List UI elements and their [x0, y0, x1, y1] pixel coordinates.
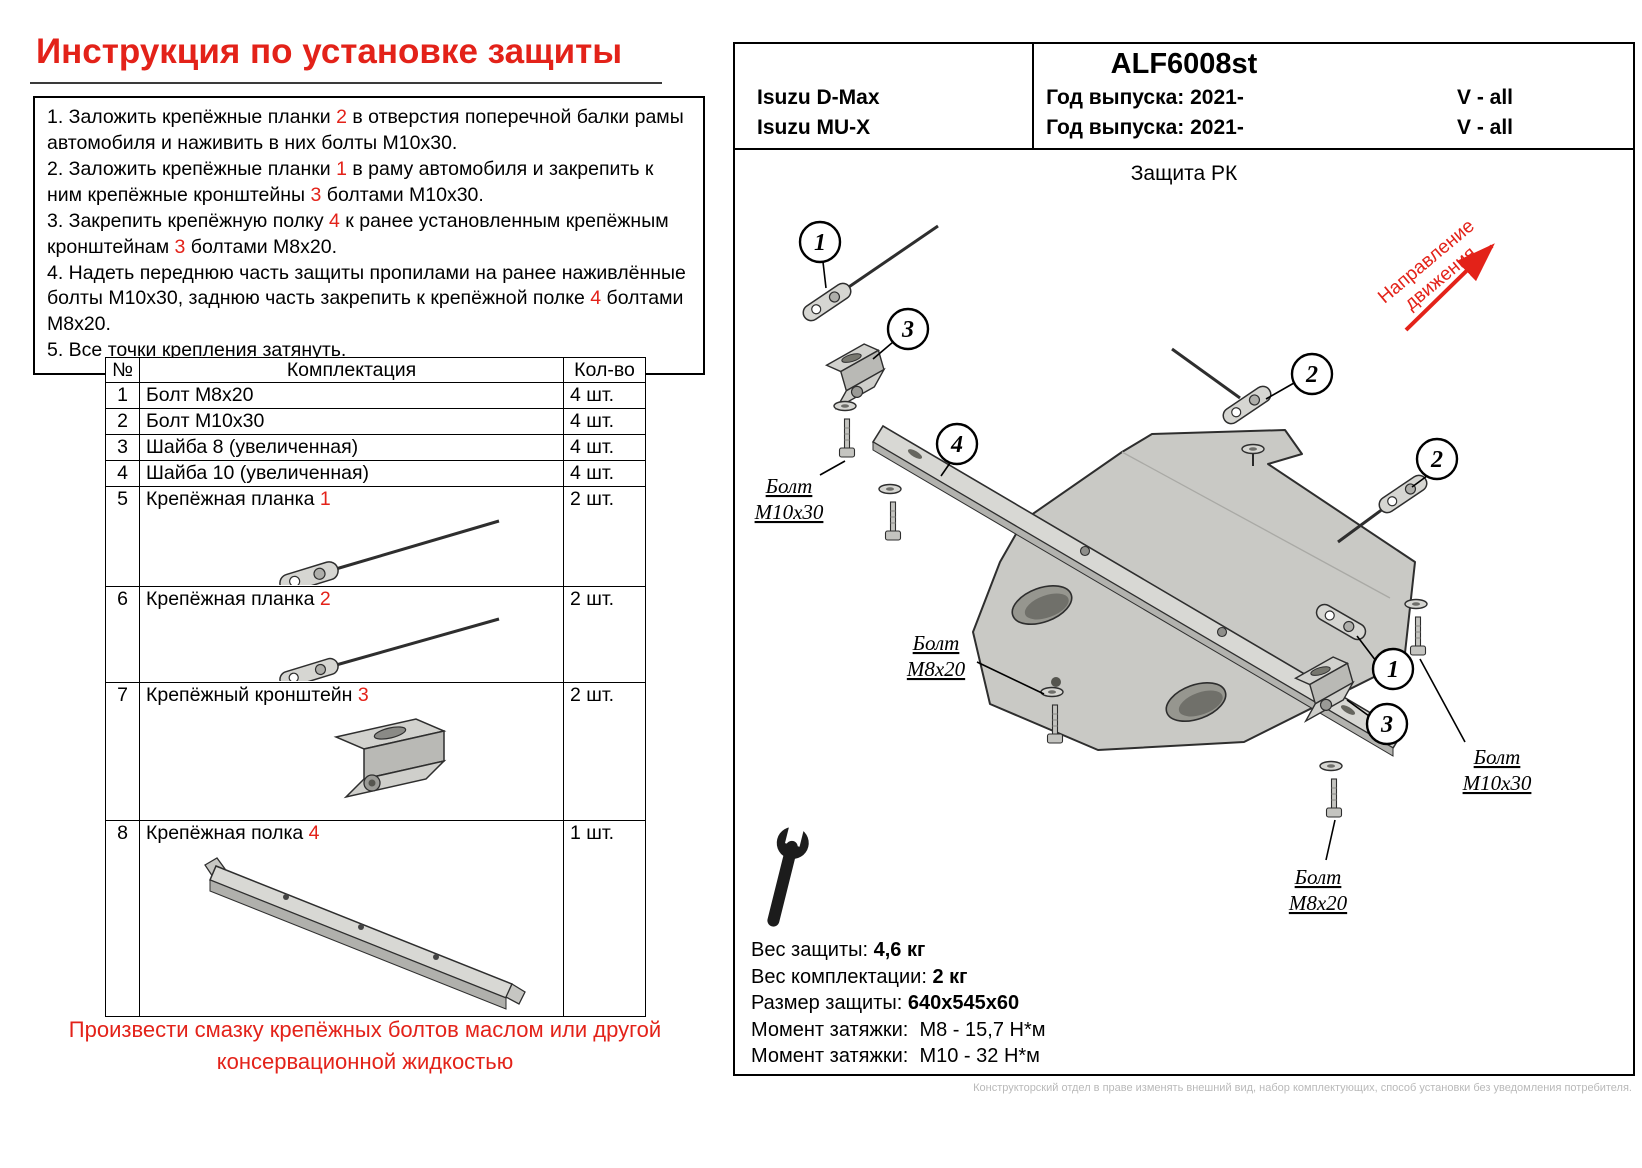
svg-text:1: 1 — [814, 230, 826, 256]
exploded-diagram: 1 3 4 2 2 — [754, 216, 1532, 915]
callout-2-top: 2 — [1265, 352, 1334, 400]
mounting-plate-1-illustration — [279, 519, 500, 585]
title-underline — [30, 82, 662, 84]
table-row: 8 Крепёжная полка 4 1 шт. — [105, 820, 646, 1017]
vehicle-engine: V - all — [1457, 116, 1514, 139]
svg-text:3: 3 — [1380, 712, 1393, 738]
callout-1: 1 — [798, 220, 842, 289]
callout-3: 3 — [872, 307, 930, 360]
table-row: 3 Шайба 8 (увеличенная) 4 шт. — [105, 434, 646, 461]
svg-text:2: 2 — [1305, 362, 1318, 388]
panel-header: ALF6008st Isuzu D-Max Год выпуска: 2021-… — [735, 44, 1633, 150]
footer-disclaimer: Конструкторский отдел в праве изменять в… — [973, 1082, 1632, 1094]
table-row: 7 Крепёжный кронштейн 3 2 шт. — [105, 682, 646, 821]
plate-hole — [1011, 585, 1073, 625]
step-5: 5. Все точки крепления затянуть. — [47, 339, 347, 362]
col-qty: Кол-во — [563, 357, 646, 383]
table-row: 5 Крепёжная планка 1 2 шт. — [105, 486, 646, 587]
step-4: 4. Надеть переднюю часть защиты пропилам… — [47, 261, 686, 336]
specs-block: Вес защиты: 4,6 кг Вес комплектации: 2 к… — [751, 937, 1045, 1070]
spec-size: Размер защиты: 640х545х60 — [751, 992, 1020, 1014]
table-row: 6 Крепёжная планка 2 2 шт. — [105, 586, 646, 683]
callout-2-right: 2 — [1411, 437, 1459, 488]
step-1: 1. Заложить крепёжные планки 2 в отверст… — [47, 106, 684, 154]
parts-table-header: № Комплектация Кол-во — [105, 357, 646, 383]
vehicle-row: Isuzu MU-X Год выпуска: 2021- V - all — [735, 116, 1633, 144]
spec-kit-weight: Вес комплектации: 2 кг — [751, 965, 968, 988]
vehicle-row: Isuzu D-Max Год выпуска: 2021- V - all — [735, 86, 1633, 114]
col-name: Комплектация — [139, 357, 564, 383]
plate-hole — [1165, 682, 1227, 722]
svg-text:3: 3 — [901, 317, 914, 343]
table-row: 2 Болт М10х30 4 шт. — [105, 408, 646, 435]
svg-text:Болт: Болт — [1294, 865, 1342, 889]
svg-text:М8х20: М8х20 — [1288, 891, 1348, 915]
vehicle-year: Год выпуска: 2021- — [1046, 86, 1244, 109]
parts-table: № Комплектация Кол-во 1 Болт М8х20 4 шт.… — [105, 357, 646, 1017]
spec-weight: Вес защиты: 4,6 кг — [751, 939, 926, 961]
spec-torque-m8: Момент затяжки: М8 - 15,7 Н*м — [751, 1018, 1046, 1041]
mounting-shelf-4 — [871, 424, 1405, 757]
callout-1-right: 1 — [1356, 635, 1415, 691]
header-divider — [1032, 44, 1034, 148]
svg-text:1: 1 — [1387, 657, 1399, 683]
table-row: 4 Шайба 10 (увеличенная) 4 шт. — [105, 460, 646, 487]
mounting-plate-2-illustration — [279, 617, 500, 681]
callout-3-right: 3 — [1346, 699, 1409, 746]
wrench-icon — [767, 822, 809, 927]
spec-torque-m10: Момент затяжки: М10 - 32 Н*м — [751, 1045, 1040, 1067]
assembly-bottom-left — [878, 483, 1064, 744]
label-bolt-m10x30-left: Болт М10х30 — [754, 474, 824, 524]
table-row: 1 Болт М8х20 4 шт. — [105, 382, 646, 409]
bracket-3-illustration — [333, 718, 447, 799]
assembly-right — [1337, 471, 1466, 743]
svg-text:М10х30: М10х30 — [1462, 771, 1532, 795]
svg-text:М10х30: М10х30 — [754, 500, 824, 524]
svg-text:Болт: Болт — [765, 474, 813, 498]
assembly-top-center — [1171, 347, 1275, 466]
svg-text:4: 4 — [950, 432, 963, 458]
label-bolt-m8x20-left: Болт М8х20 — [906, 631, 966, 681]
skid-plate — [972, 429, 1416, 751]
svg-text:Болт: Болт — [1473, 745, 1521, 769]
label-bolt-m8x20-right: Болт М8х20 — [1288, 865, 1348, 915]
product-title: Защита РК — [1130, 162, 1238, 185]
svg-text:2: 2 — [1430, 447, 1443, 473]
assembly-top-left — [799, 224, 939, 476]
lubrication-note: Произвести смазку крепёжных болтов масло… — [68, 1017, 662, 1074]
col-num: № — [105, 357, 140, 383]
step-3: 3. Закрепить крепёжную полку 4 к ранее у… — [47, 209, 669, 258]
vehicle-model: Isuzu MU-X — [757, 116, 871, 139]
assembly-bottom-right — [1290, 600, 1370, 861]
direction-arrow: Направление движения — [1374, 216, 1495, 332]
label-bolt-m10x30-right: Болт М10х30 — [1462, 745, 1532, 795]
vehicle-model: Isuzu D-Max — [757, 86, 880, 109]
spec-panel: ALF6008st Isuzu D-Max Год выпуска: 2021-… — [733, 42, 1635, 1076]
callout-4: 4 — [935, 422, 979, 477]
shelf-4-illustration — [204, 857, 526, 1010]
vehicle-year: Год выпуска: 2021- — [1046, 116, 1244, 139]
step-2: 2. Заложить крепёжные планки 1 в раму ав… — [47, 157, 654, 206]
installation-steps: 1. Заложить крепёжные планки 2 в отверст… — [33, 96, 705, 376]
part-number: ALF6008st — [1110, 48, 1258, 80]
svg-text:М8х20: М8х20 — [906, 657, 966, 681]
page-title: Инструкция по установке защиты — [36, 32, 623, 71]
vehicle-engine: V - all — [1457, 86, 1514, 109]
svg-text:Болт: Болт — [912, 631, 960, 655]
